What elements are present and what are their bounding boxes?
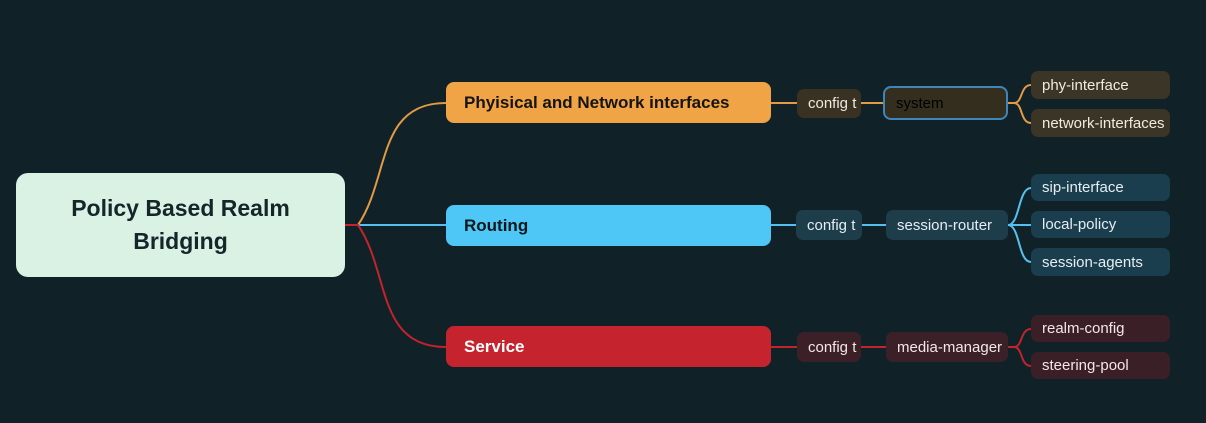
node-config-t-service[interactable]: config t [797, 332, 861, 362]
node-system[interactable]: system [883, 86, 1008, 120]
leaf-node-network-interfaces[interactable]: network-interfaces [1031, 109, 1170, 137]
branch-node-routing[interactable]: Routing [446, 205, 771, 246]
connector-red-branch [344, 224, 1032, 367]
leaf-node-phy-interface[interactable]: phy-interface [1031, 71, 1170, 99]
branch-node-service[interactable]: Service [446, 326, 771, 367]
connector-orange-branch [357, 84, 1032, 226]
leaf-node-local-policy[interactable]: local-policy [1031, 211, 1170, 238]
node-config-t-routing[interactable]: config t [796, 210, 862, 240]
node-config-t-physical[interactable]: config t [797, 89, 861, 118]
root-node[interactable]: Policy Based Realm Bridging [16, 173, 345, 277]
node-session-router[interactable]: session-router [886, 210, 1008, 240]
connector-blue-branch [357, 187, 1032, 263]
leaf-node-realm-config[interactable]: realm-config [1031, 315, 1170, 342]
leaf-node-session-agents[interactable]: session-agents [1031, 248, 1170, 276]
leaf-node-steering-pool[interactable]: steering-pool [1031, 352, 1170, 379]
branch-node-physical-network-interfaces[interactable]: Phyisical and Network interfaces [446, 82, 771, 123]
node-media-manager[interactable]: media-manager [886, 332, 1008, 362]
leaf-node-sip-interface[interactable]: sip-interface [1031, 174, 1170, 201]
